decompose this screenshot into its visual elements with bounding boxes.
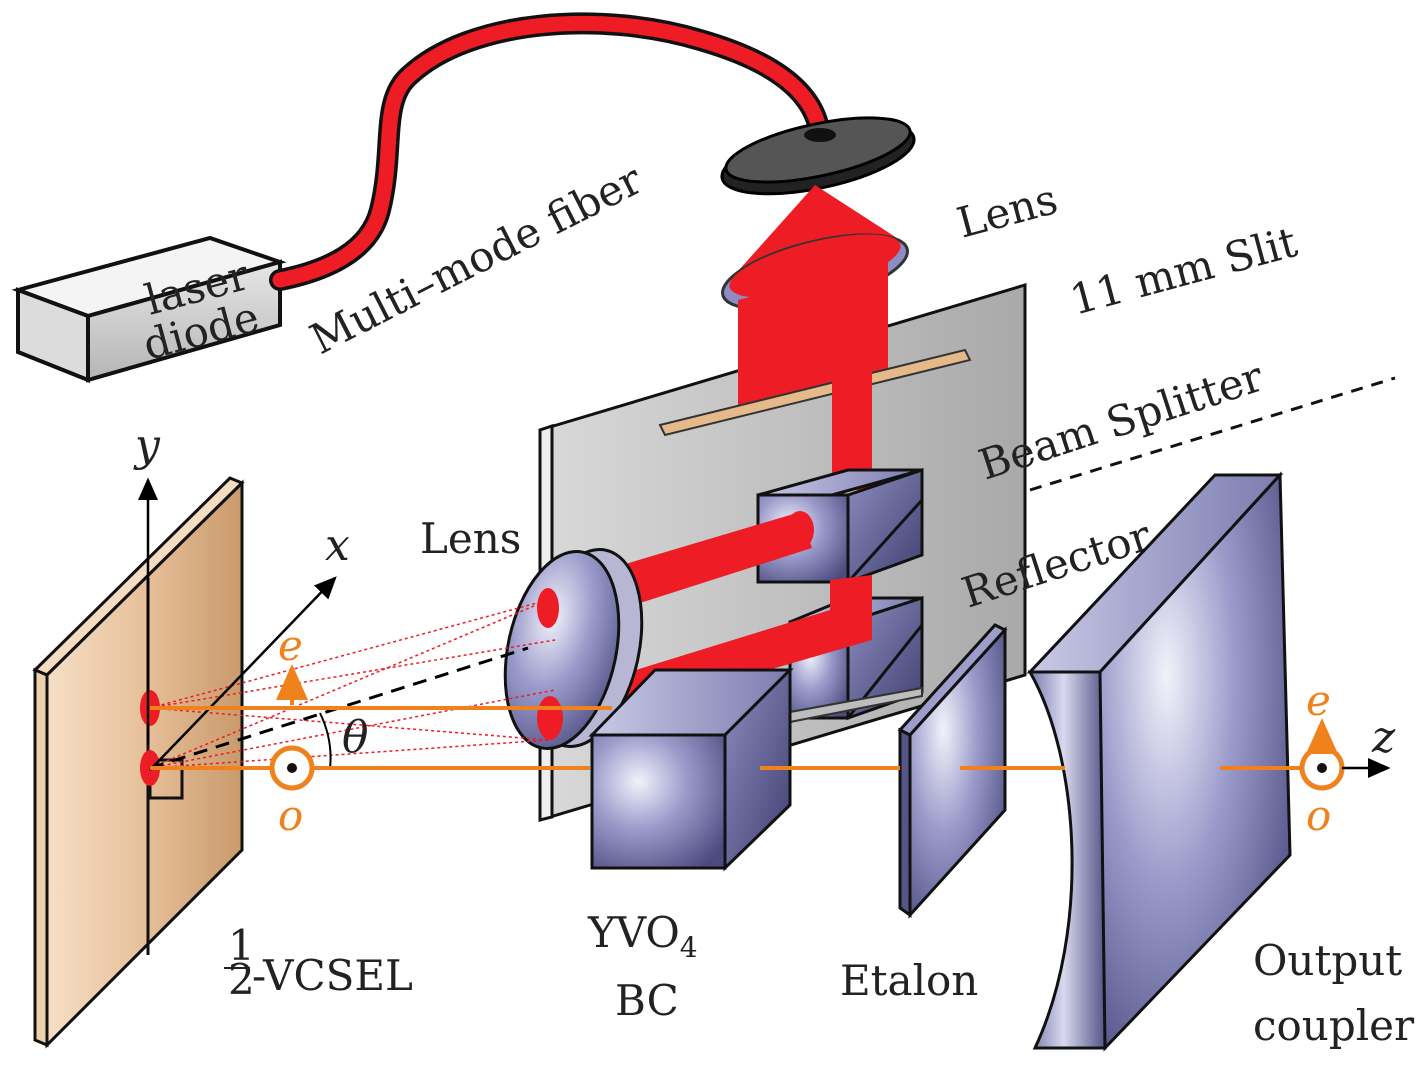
vcsel-fraction-num: 1: [228, 921, 255, 970]
laser-beams: [150, 706, 1310, 770]
theta-arc: [319, 712, 332, 769]
fiber-connector-disk: [720, 116, 916, 196]
slit-label: 11 mm Slit: [1065, 217, 1302, 324]
vcsel-fraction-den: 2: [228, 955, 255, 1004]
laser-diode: [11, 235, 287, 383]
x-axis-label: x: [325, 520, 350, 571]
etalon-label: Etalon: [840, 956, 978, 1005]
etalon: [897, 623, 1008, 919]
output-coupler-label-2: coupler: [1253, 1001, 1415, 1050]
o-label-right: o: [1306, 791, 1331, 840]
beam-splitter-dashed: [1029, 376, 1396, 492]
left-lens: [503, 548, 644, 750]
yvo4-crystal: [588, 666, 794, 872]
theta-label: θ: [342, 712, 369, 763]
output-coupler: [1026, 471, 1292, 1052]
yvo4-label: YVO4: [587, 908, 698, 964]
y-axis-label: y: [133, 420, 161, 471]
top-lens-label: Lens: [952, 174, 1063, 248]
yvo4-subscript: 4: [680, 931, 698, 964]
bc-label: BC: [615, 976, 679, 1025]
vcsel-chip: [32, 476, 245, 1049]
o-label-left: o: [278, 791, 303, 840]
e-label-left: e: [278, 621, 303, 670]
output-coupler-label-1: Output: [1253, 936, 1402, 985]
x-axis: [149, 576, 337, 771]
e-label-right: e: [1306, 676, 1331, 725]
emission-fans: [149, 599, 556, 769]
yvo4-text: YVO: [587, 908, 680, 957]
vcsel-label: -VCSEL: [252, 951, 413, 1000]
left-lens-label: Lens: [420, 514, 521, 563]
theta-dashed-axis: [149, 646, 529, 770]
z-axis-label: z: [1371, 712, 1396, 763]
top-lens: [721, 233, 909, 311]
